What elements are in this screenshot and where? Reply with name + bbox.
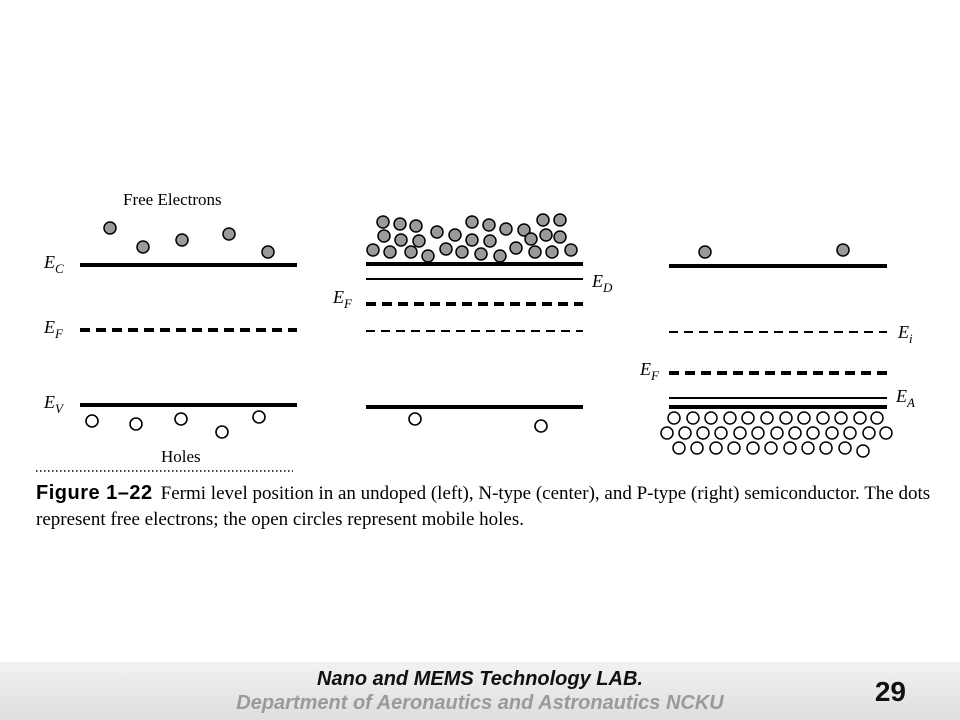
hole-circle (85, 414, 99, 428)
hole-circle (129, 417, 143, 431)
electron-dot (136, 240, 150, 254)
hole-circle (534, 419, 548, 433)
right-holes (660, 411, 893, 458)
left-holes (85, 410, 266, 439)
hole-circle (215, 425, 229, 439)
electron-dot (175, 233, 189, 247)
center-ef-label: EF (332, 287, 353, 311)
band-diagram: Free Electrons EC EF EV Holes (36, 190, 915, 472)
right-electrons (698, 243, 850, 259)
figure-label: Figure 1–22 (36, 482, 153, 504)
hole-circle (174, 412, 188, 426)
free-electrons-label: Free Electrons (123, 190, 222, 209)
center-electrons (366, 213, 578, 263)
center-ed-label: ED (591, 271, 613, 295)
right-ef-label: EF (639, 359, 660, 383)
page-number: 29 (874, 676, 906, 707)
caption-text: Fermi level position in an undoped (left… (36, 483, 931, 530)
lab-name: Nano and MEMS Technology LAB. (317, 668, 643, 690)
right-ea-label: EA (895, 386, 915, 410)
hole-circle (252, 410, 266, 424)
center-holes (408, 412, 548, 433)
electron-dot (698, 245, 712, 259)
left-ef-label: EF (43, 317, 64, 341)
electron-dot (261, 245, 275, 259)
electron-dot (222, 227, 236, 241)
left-ev-label: EV (43, 392, 65, 416)
electron-dot (836, 243, 850, 257)
right-ei-label: Ei (897, 322, 913, 346)
left-electrons (103, 221, 275, 259)
holes-label: Holes (161, 447, 201, 466)
department-name: Department of Aeronautics and Astronauti… (236, 692, 724, 714)
electron-dot (103, 221, 117, 235)
left-ec-label: EC (43, 252, 64, 276)
footer: Nano and MEMS Technology LAB. Department… (0, 662, 960, 720)
hole-circle (408, 412, 422, 426)
